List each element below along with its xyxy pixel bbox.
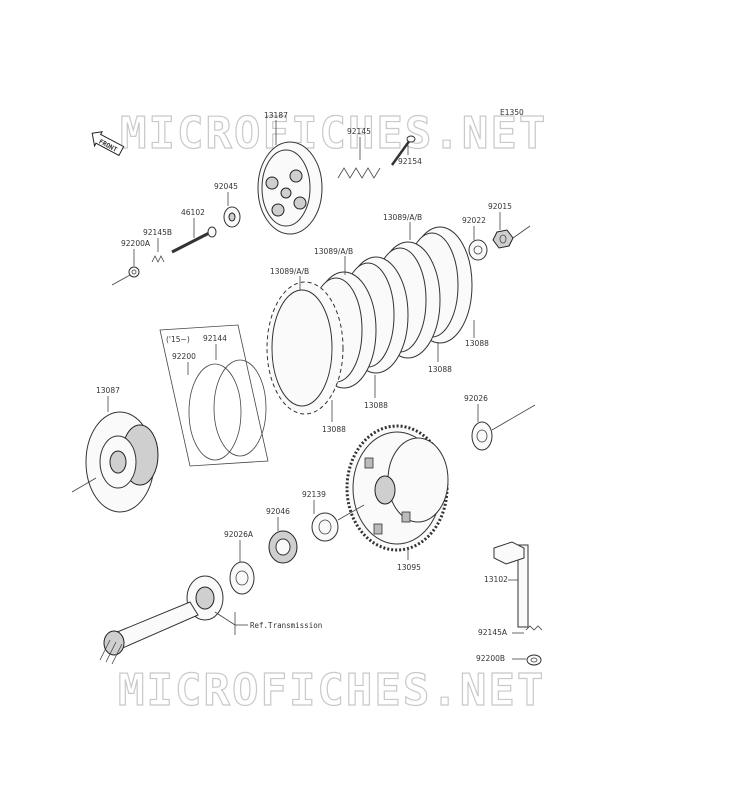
spring-92145A [525, 625, 543, 631]
watermark-top: MICROFICHES.NET [120, 108, 547, 159]
label-13089-3: 13089/A/B [270, 267, 309, 276]
label-13095: 13095 [397, 563, 421, 572]
clutch-plate-stack [266, 226, 473, 415]
push-rod-46102 [171, 226, 217, 254]
watermark-bottom: MICROFICHES.NET [118, 665, 545, 716]
label-92145A: 92145A [478, 628, 508, 637]
release-shaft-13102 [493, 541, 529, 628]
washer-92026A [229, 561, 255, 595]
label-46102: 46102 [181, 208, 205, 217]
label-92145B: 92145B [143, 228, 172, 237]
label-13088-2: 13088 [428, 365, 452, 374]
label-13089-1: 13089/A/B [383, 213, 422, 222]
label-92154: 92154 [398, 157, 422, 166]
label-13187: 13187 [264, 111, 288, 120]
pressure-plate-13187 [257, 141, 323, 235]
label-92015: 92015 [488, 202, 512, 211]
washer-92022 [468, 239, 488, 261]
diagram-code: E1350 [500, 108, 524, 117]
clutch-housing-13087 [85, 411, 159, 513]
spring-92145B [151, 255, 165, 263]
washer-92026 [471, 421, 493, 451]
label-92045: 92045 [214, 182, 238, 191]
nut-92015 [492, 229, 514, 249]
label-13088-3: 13088 [364, 401, 388, 410]
label-13089-2: 13089/A/B [314, 247, 353, 256]
label-92145: 92145 [347, 127, 371, 136]
bolt-92154 [390, 135, 416, 166]
washer-92200B [526, 654, 542, 666]
label-13088-4: 13088 [322, 425, 346, 434]
label-92144: 92144 [203, 334, 227, 343]
label-92200: 92200 [172, 352, 196, 361]
label-92046: 92046 [266, 507, 290, 516]
label-13088-1: 13088 [465, 339, 489, 348]
needle-bearing-92046 [268, 530, 298, 564]
ref-transmission-label: Ref.Transmission [250, 621, 322, 630]
label-92200A: 92200A [121, 239, 151, 248]
label-92026A: 92026A [224, 530, 254, 539]
label-92200B: 92200B [476, 654, 505, 663]
year-note: ('15~) [166, 335, 190, 344]
spring-92145 [337, 167, 381, 179]
washer-92200A [128, 266, 140, 278]
collar-92139 [311, 512, 339, 542]
label-92139: 92139 [302, 490, 326, 499]
bearing-92045 [223, 206, 241, 228]
year-note-box [159, 324, 269, 467]
label-92026: 92026 [464, 394, 488, 403]
label-13087: 13087 [96, 386, 120, 395]
label-92022: 92022 [462, 216, 486, 225]
transmission-shaft [99, 575, 224, 665]
label-13102: 13102 [484, 575, 508, 584]
clutch-gear-13095 [345, 424, 449, 552]
